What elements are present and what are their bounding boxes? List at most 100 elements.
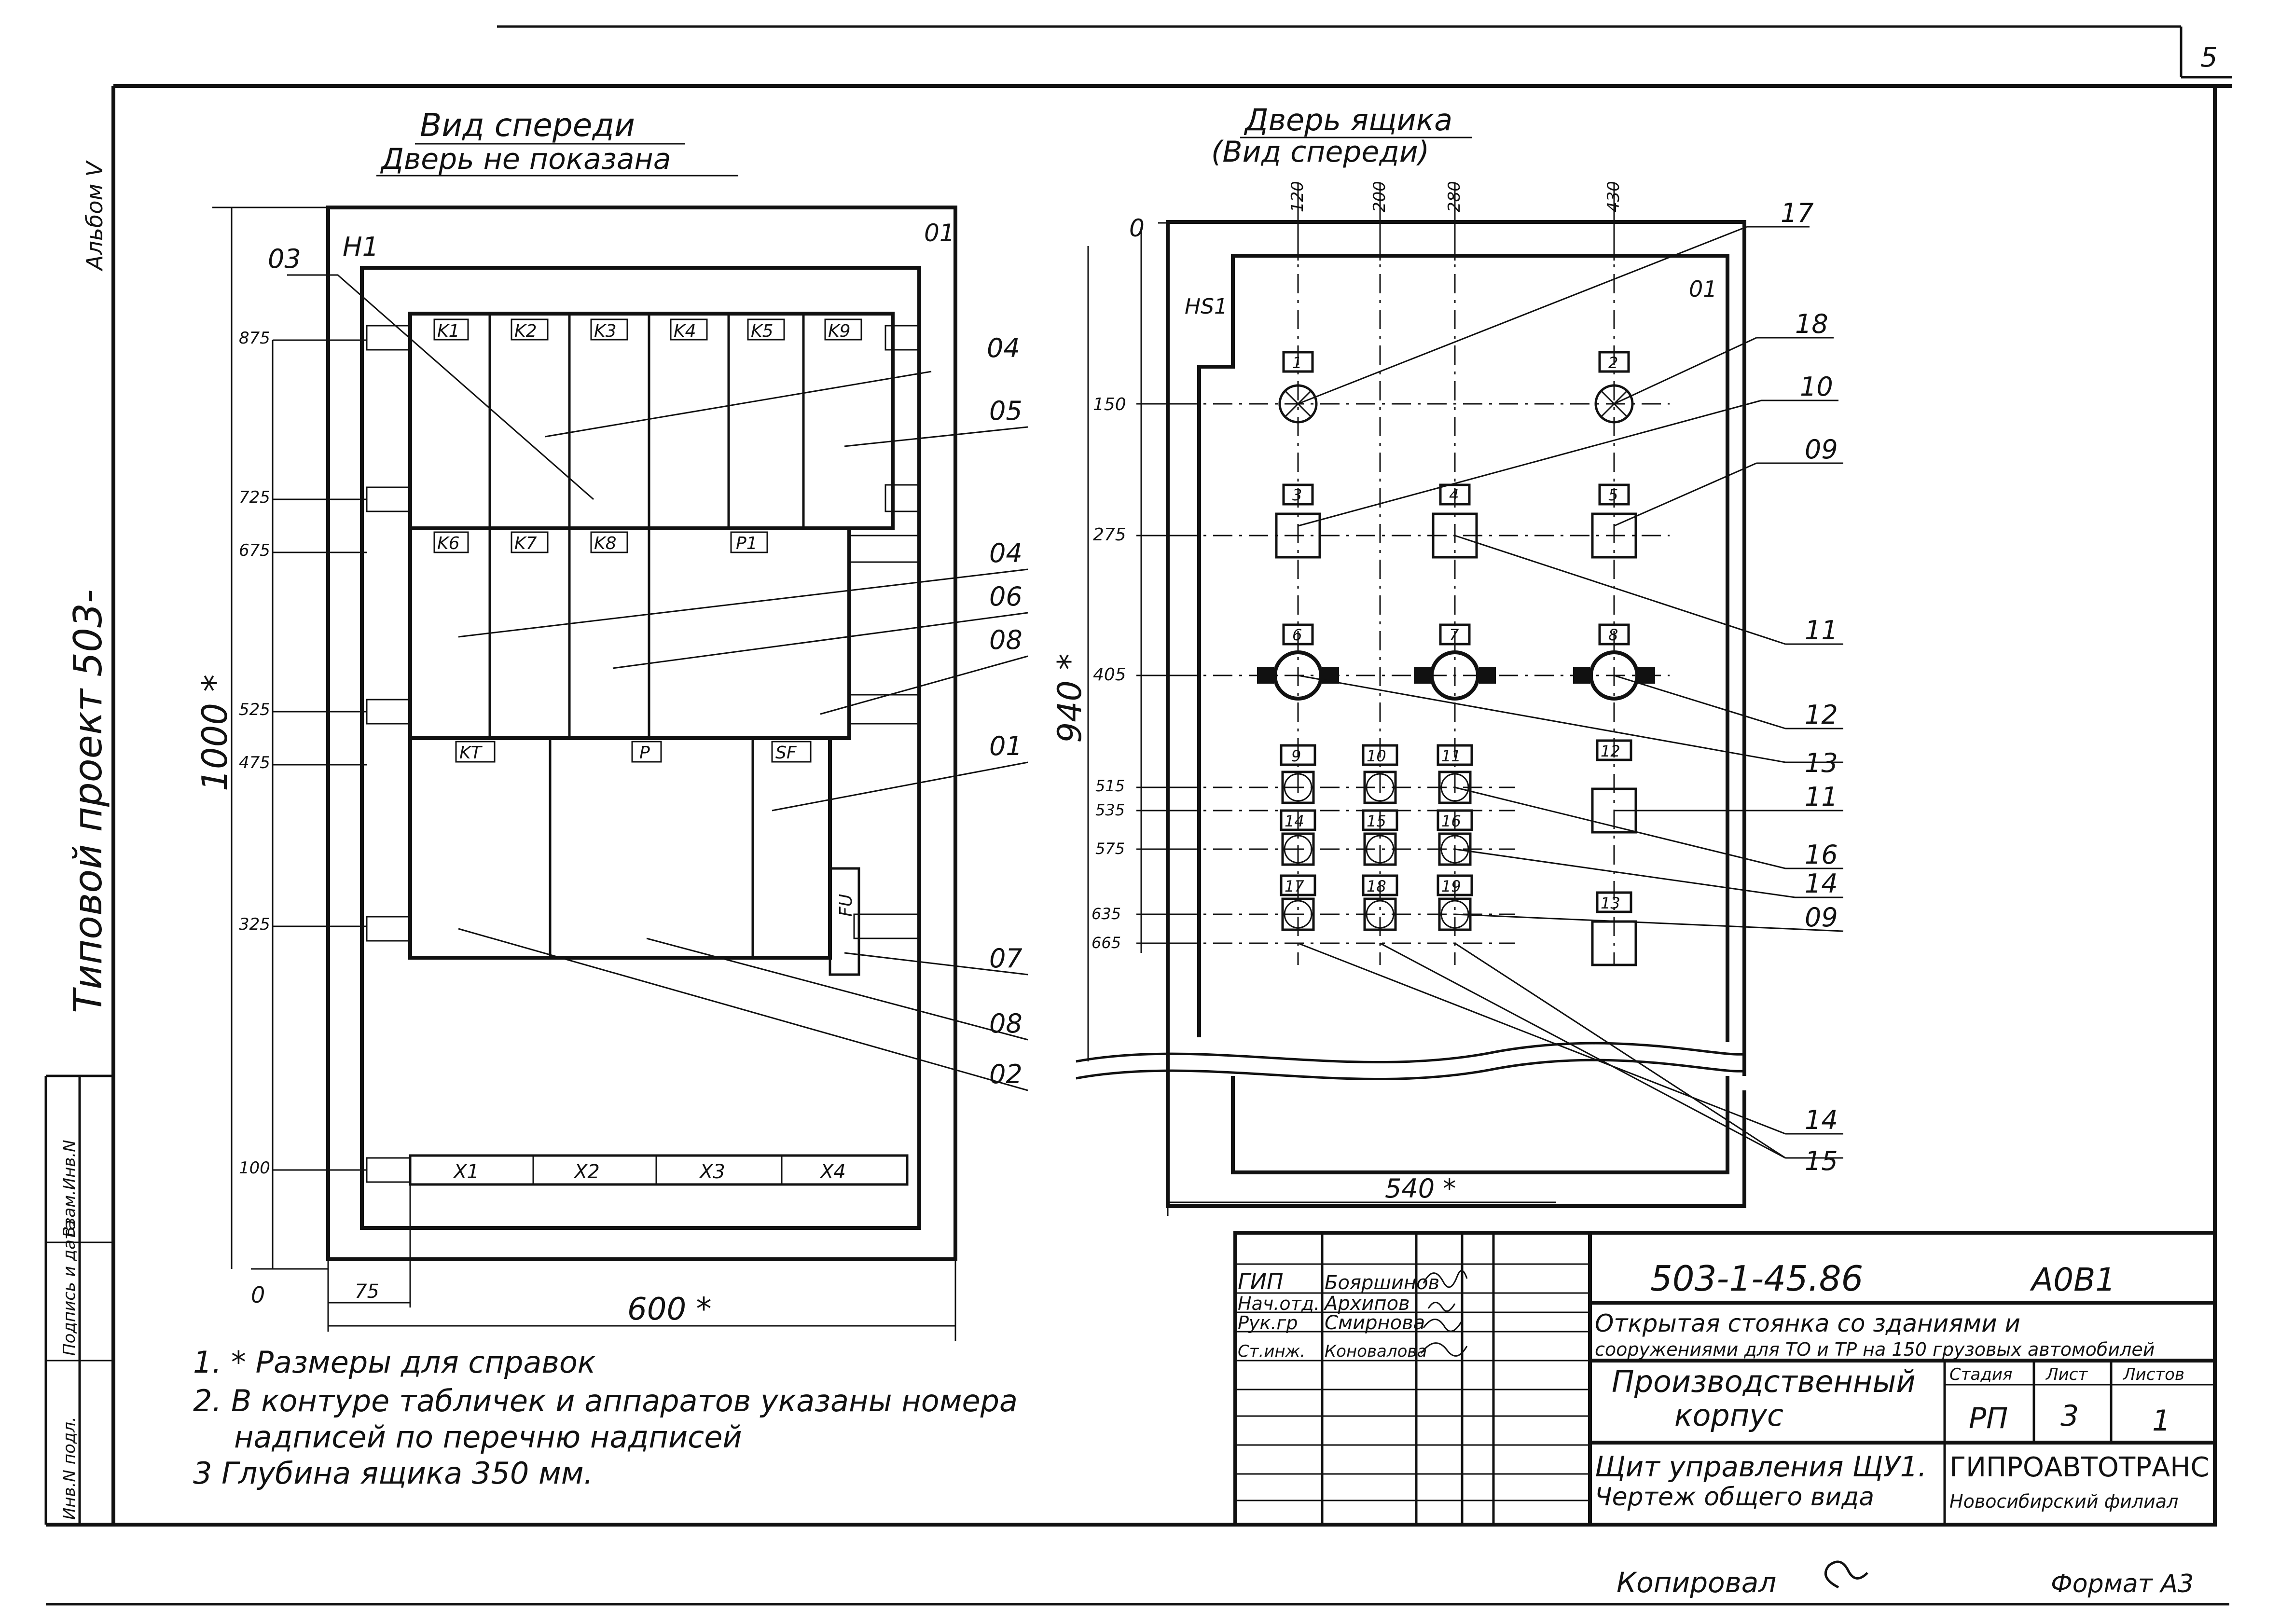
relay-k3: K3 xyxy=(594,321,617,341)
relay-p1: P1 xyxy=(736,534,758,553)
right-view-title: Дверь ящика xyxy=(1244,102,1452,138)
door-dim-y405: 405 xyxy=(1093,665,1126,685)
callout-18: 18 xyxy=(1795,309,1828,339)
relay-k1: K1 xyxy=(437,321,460,341)
door-center-lines xyxy=(1177,203,1670,965)
right-callout-leaders xyxy=(1298,226,1844,1159)
notes: 1. * Размеры для справок 2. В контуре та… xyxy=(193,1345,1018,1491)
callout-15: 15 xyxy=(1805,1146,1838,1176)
callout-09a: 09 xyxy=(1805,434,1838,465)
sheets-value: 1 xyxy=(2152,1404,2170,1438)
door-y-dimensions xyxy=(1087,227,1177,1061)
tag-19: 19 xyxy=(1441,877,1461,895)
callout-03: 03 xyxy=(268,244,301,274)
project-label: Типовой проект 503- xyxy=(66,589,111,1013)
tag-8: 8 xyxy=(1608,626,1618,644)
left-zone: 01 xyxy=(924,219,955,247)
tb-role-4: Ст.инж. xyxy=(1238,1342,1305,1361)
callout-12: 12 xyxy=(1805,700,1838,730)
relay-row-2: K6 K7 K8 P1 xyxy=(408,526,851,740)
signatures xyxy=(1420,1270,1468,1357)
callout-01: 01 xyxy=(989,731,1023,761)
terminal-x2: X2 xyxy=(573,1161,600,1183)
relay-k4: K4 xyxy=(674,321,696,341)
tb-role-1: ГИП xyxy=(1238,1268,1284,1294)
callout-05: 05 xyxy=(989,396,1023,426)
left-view: Вид спереди Дверь не показана H1 01 xyxy=(194,107,1028,1341)
callout-16: 16 xyxy=(1805,840,1838,870)
left-dim-100: 100 xyxy=(239,1158,270,1178)
door-dim-y575: 575 xyxy=(1095,840,1125,858)
title-block xyxy=(1233,1231,2217,1527)
left-dim-725: 725 xyxy=(239,488,270,507)
stamp-sign: Подпись и дата xyxy=(60,1220,79,1356)
device-row-3: KT P SF FU xyxy=(408,736,860,976)
door-dim-height: 940 * xyxy=(1051,654,1089,743)
tag-6: 6 xyxy=(1292,626,1302,644)
tag-11: 11 xyxy=(1441,747,1461,765)
tag-10: 10 xyxy=(1367,747,1386,765)
tag-18: 18 xyxy=(1367,877,1386,895)
note-2-cont: надписей по перечню надписей xyxy=(234,1419,742,1455)
left-dim-325: 325 xyxy=(239,915,270,934)
stage-label: Стадия xyxy=(1949,1365,2012,1384)
note-1: 1. * Размеры для справок xyxy=(193,1345,596,1380)
callout-07: 07 xyxy=(989,943,1023,974)
tag-13: 13 xyxy=(1601,894,1620,912)
door-dim-width: 540 * xyxy=(1385,1173,1456,1204)
door-dim-y665: 665 xyxy=(1092,934,1121,952)
relay-row-1: K1 K2 K3 K4 K5 K9 xyxy=(408,312,895,530)
left-width-dimension xyxy=(327,1184,956,1341)
tag-3: 3 xyxy=(1292,486,1302,504)
left-callout-leaders xyxy=(287,274,1028,1091)
note-2: 2. В контуре табличек и аппаратов указан… xyxy=(193,1383,1018,1418)
label-p: P xyxy=(639,743,650,763)
door-outline xyxy=(1076,220,1746,1208)
sheet-label: Лист xyxy=(2045,1365,2088,1384)
terminal-block: X1 X2 X3 X4 xyxy=(409,1154,909,1186)
tb-role-2: Нач.отд. xyxy=(1238,1293,1320,1314)
left-dim-475: 475 xyxy=(239,753,270,772)
callout-17: 17 xyxy=(1781,198,1814,228)
callout-14b: 14 xyxy=(1805,1105,1838,1135)
stamp-replace: Взам.Инв.N xyxy=(60,1140,79,1238)
tag-15: 15 xyxy=(1367,812,1386,830)
tag-4: 4 xyxy=(1449,486,1459,504)
page-number: 5 xyxy=(2200,42,2218,73)
label-sf: SF xyxy=(775,743,797,763)
relay-k5: K5 xyxy=(751,321,774,341)
object-line-1: Открытая стоянка со зданиями и xyxy=(1595,1309,2020,1337)
copied-by-label: Копировал xyxy=(1617,1566,1776,1599)
building-line-2: корпус xyxy=(1674,1398,1783,1433)
right-designation: HS1 xyxy=(1185,294,1228,319)
note-3: 3 Глубина ящика 350 мм. xyxy=(193,1456,593,1491)
sheet-value: 3 xyxy=(2060,1399,2079,1433)
tb-name-1: Бояршинов xyxy=(1325,1272,1439,1294)
door-dim-y535: 535 xyxy=(1095,801,1125,819)
buttons-grid xyxy=(1280,739,1637,966)
callout-02: 02 xyxy=(989,1059,1023,1089)
sheet-frame xyxy=(44,25,2232,1606)
left-dim-height: 1000 * xyxy=(194,674,235,791)
callout-04a: 04 xyxy=(987,333,1020,363)
left-dim-offset: 75 xyxy=(355,1280,379,1303)
right-zone: 01 xyxy=(1689,276,1717,302)
switches-row xyxy=(1275,483,1637,559)
org-line-2: Новосибирский филиал xyxy=(1949,1491,2178,1512)
tb-name-4: Коновалова xyxy=(1325,1342,1427,1361)
relay-k2: K2 xyxy=(514,321,537,341)
format-label: Формат А3 xyxy=(2051,1569,2194,1598)
left-dim-675: 675 xyxy=(239,541,270,560)
door-dim-y515: 515 xyxy=(1095,777,1125,795)
left-view-subtitle: Дверь не показана xyxy=(380,142,671,176)
tag-2: 2 xyxy=(1608,354,1618,372)
org-line-1: ГИПРОАВТОТРАНС xyxy=(1949,1452,2210,1483)
callout-11a: 11 xyxy=(1805,615,1838,646)
callout-08b: 08 xyxy=(989,1008,1023,1039)
callout-08a: 08 xyxy=(989,625,1023,655)
tb-role-3: Рук.гр xyxy=(1238,1312,1298,1334)
copier-signature xyxy=(1824,1560,1868,1589)
tag-16: 16 xyxy=(1441,812,1461,830)
callout-14a: 14 xyxy=(1805,868,1838,899)
left-dimension-lines xyxy=(212,206,367,1270)
